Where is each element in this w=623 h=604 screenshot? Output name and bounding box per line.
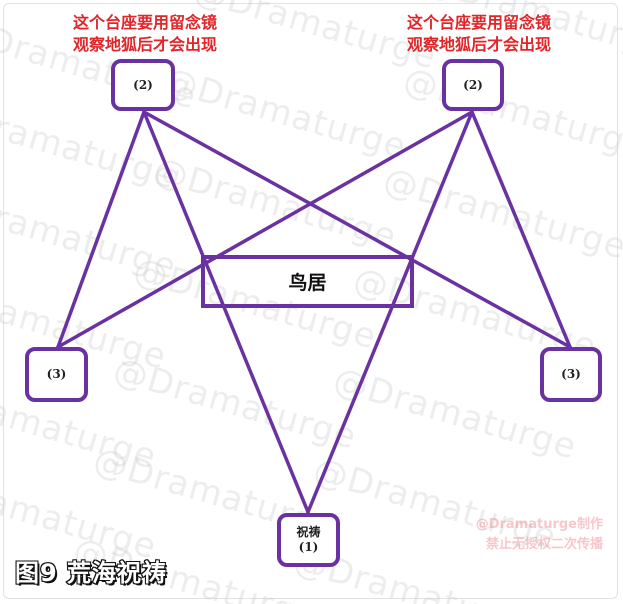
pedestal-mid-right: (3) xyxy=(540,347,602,402)
pedestal-label: (3) xyxy=(46,367,67,381)
figure-title: 图9 荒海祝祷 xyxy=(14,558,168,588)
pedestal-label: 祝祷 xyxy=(296,525,321,539)
edge-topright-midright xyxy=(470,110,572,349)
pedestal-mid-left: (3) xyxy=(25,347,88,402)
edge-topright-midleft xyxy=(56,110,474,349)
pedestal-top-left: (2) xyxy=(111,59,175,111)
credit-watermark: @Dramaturge制作 禁止无授权二次传播 xyxy=(476,515,603,555)
credit-line2: 禁止无授权二次传播 xyxy=(485,537,603,552)
edge-topleft-midleft xyxy=(56,110,146,349)
note-right-line2: 观察地狐后才会出现 xyxy=(406,35,551,54)
edge-topleft-bottom xyxy=(142,110,310,514)
pedestal-bottom-prayer: 祝祷 (1) xyxy=(277,513,340,567)
note-left: 这个台座要用留念镜 观察地狐后才会出现 xyxy=(50,12,240,56)
pedestal-label: (3) xyxy=(561,367,581,381)
edge-topleft-midright xyxy=(142,110,572,349)
pedestal-order: (1) xyxy=(298,540,319,554)
note-right: 这个台座要用留念镜 观察地狐后才会出现 xyxy=(384,12,574,56)
edge-topright-bottom xyxy=(306,110,474,514)
note-left-line1: 这个台座要用留念镜 xyxy=(72,13,217,32)
credit-line1: @Dramaturge制作 xyxy=(475,517,603,532)
image-frame xyxy=(3,3,618,599)
pedestal-top-right: (2) xyxy=(442,59,504,111)
pedestal-label: (2) xyxy=(463,77,483,92)
torii-gate: 鸟居 xyxy=(201,255,414,308)
note-left-line2: 观察地狐后才会出现 xyxy=(72,35,217,54)
pedestal-label: (2) xyxy=(133,77,153,92)
torii-label: 鸟居 xyxy=(288,272,327,294)
note-right-line1: 这个台座要用留念镜 xyxy=(406,13,551,32)
